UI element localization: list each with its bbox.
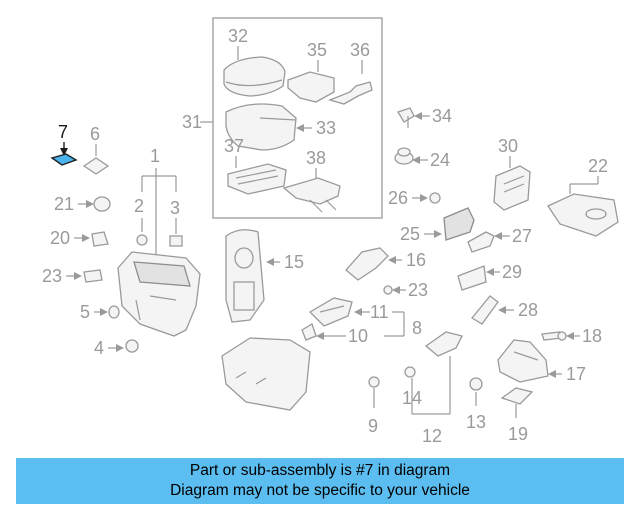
callout-34: 34 — [432, 106, 452, 126]
part-28-shape — [471, 295, 499, 325]
part-38-shape — [282, 177, 341, 205]
banner-line-2: Diagram may not be specific to your vehi… — [170, 482, 470, 499]
part-21-shape — [93, 196, 111, 212]
part-10-shape — [301, 323, 317, 341]
callout-25: 25 — [400, 224, 420, 244]
callout-38: 38 — [306, 148, 326, 168]
callout-27: 27 — [512, 226, 532, 246]
part-23a-shape — [83, 269, 103, 283]
part-36-shape — [327, 81, 373, 105]
part-22-shape — [547, 193, 619, 237]
callout-10: 10 — [348, 326, 368, 346]
part-17-shape — [497, 339, 549, 383]
callout-26: 26 — [388, 188, 408, 208]
callout-28: 28 — [518, 300, 538, 320]
callout-31: 31 — [182, 112, 202, 132]
callout-24: 24 — [430, 150, 450, 170]
callout-4: 4 — [94, 338, 104, 358]
part-12-shape — [424, 331, 463, 357]
part-30-shape — [493, 165, 531, 211]
callout-1: 1 — [150, 146, 160, 166]
callout-7: 7 — [58, 122, 68, 142]
inset-box — [212, 17, 383, 219]
callout-14: 14 — [402, 388, 422, 408]
parts-diagram: 31 32 35 36 33 37 38 34 24 26 30 22 — [42, 17, 619, 446]
banner-line-1: Part or sub-assembly is #7 in diagram — [189, 462, 451, 479]
info-banner: Part or sub-assembly is #7 in diagram Di… — [16, 458, 624, 504]
callout-32: 32 — [228, 26, 248, 46]
part-35-shape — [287, 71, 335, 103]
callout-21: 21 — [54, 194, 74, 214]
part-23b-shape — [383, 285, 393, 295]
callout-33: 33 — [316, 118, 336, 138]
armrest-lid-shape — [223, 56, 286, 97]
callout-22: 22 — [588, 156, 608, 176]
part-20-shape — [91, 231, 109, 247]
callout-13: 13 — [466, 412, 486, 432]
part-7-highlighted-shape — [50, 153, 78, 166]
callout-30: 30 — [498, 136, 518, 156]
part-5-shape — [108, 305, 120, 319]
callout-8: 8 — [412, 318, 422, 338]
part-3-shape — [169, 235, 183, 247]
part-26-shape — [429, 192, 441, 204]
part-37-shape — [227, 163, 287, 195]
callout-9: 9 — [368, 416, 378, 436]
part-6-shape — [82, 157, 110, 175]
callout-5: 5 — [80, 302, 90, 322]
part-27-shape — [467, 231, 495, 253]
callout-17: 17 — [566, 364, 586, 384]
part-34-shape — [397, 107, 415, 123]
callout-20: 20 — [50, 228, 70, 248]
callout-35: 35 — [307, 40, 327, 60]
callout-23-left: 23 — [42, 266, 62, 286]
part-25-shape — [443, 207, 475, 241]
part-19-shape — [500, 387, 534, 405]
callout-11: 11 — [370, 302, 389, 322]
callout-12: 12 — [422, 426, 442, 446]
part-16-shape — [345, 247, 389, 281]
callout-29: 29 — [502, 262, 522, 282]
callout-3: 3 — [170, 198, 180, 218]
callout-19: 19 — [508, 424, 528, 444]
part-33-shape — [225, 103, 297, 151]
callout-2: 2 — [134, 196, 144, 216]
callout-36: 36 — [350, 40, 370, 60]
part-4-shape — [125, 339, 139, 353]
part-9-shape — [368, 376, 380, 388]
callout-6: 6 — [90, 124, 100, 144]
part-2-shape — [136, 234, 148, 246]
callout-18: 18 — [582, 326, 602, 346]
callout-37: 37 — [224, 136, 244, 156]
part-13-shape — [469, 377, 483, 391]
callout-16: 16 — [406, 250, 426, 270]
part-11-shape — [308, 297, 353, 327]
callout-15: 15 — [284, 252, 304, 272]
callout-23-right: 23 — [408, 280, 428, 300]
lower-console-shape — [221, 337, 311, 411]
part-29-shape — [457, 265, 487, 291]
